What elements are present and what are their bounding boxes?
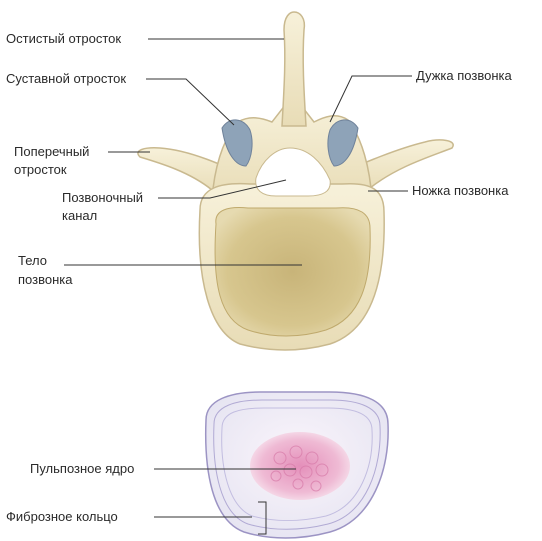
label-vertebral-canal-2: канал <box>62 207 97 224</box>
label-spinous-process: Остистый отросток <box>6 30 121 47</box>
label-vertebral-arch: Дужка позвонка <box>416 67 512 84</box>
leader-articular <box>146 79 234 125</box>
label-annulus-fibrosus: Фиброзное кольцо <box>6 508 118 525</box>
label-vertebral-body-2: позвонка <box>18 271 72 288</box>
leader-arch <box>330 76 412 122</box>
nucleus-pulposus <box>250 432 350 500</box>
label-vertebral-canal-1: Позвоночный <box>62 189 143 206</box>
spinous-process <box>282 12 306 126</box>
vertebra <box>138 12 453 350</box>
label-pedicle: Ножка позвонка <box>412 182 508 199</box>
label-articular-process: Суставной отросток <box>6 70 126 87</box>
intervertebral-disc <box>206 392 388 538</box>
label-transverse-process-1: Поперечный <box>14 143 89 160</box>
vertebral-body-spongy <box>215 208 370 336</box>
label-transverse-process-2: отросток <box>14 161 67 178</box>
label-vertebral-body-1: Тело <box>18 252 47 269</box>
label-nucleus-pulposus: Пульпозное ядро <box>30 460 134 477</box>
